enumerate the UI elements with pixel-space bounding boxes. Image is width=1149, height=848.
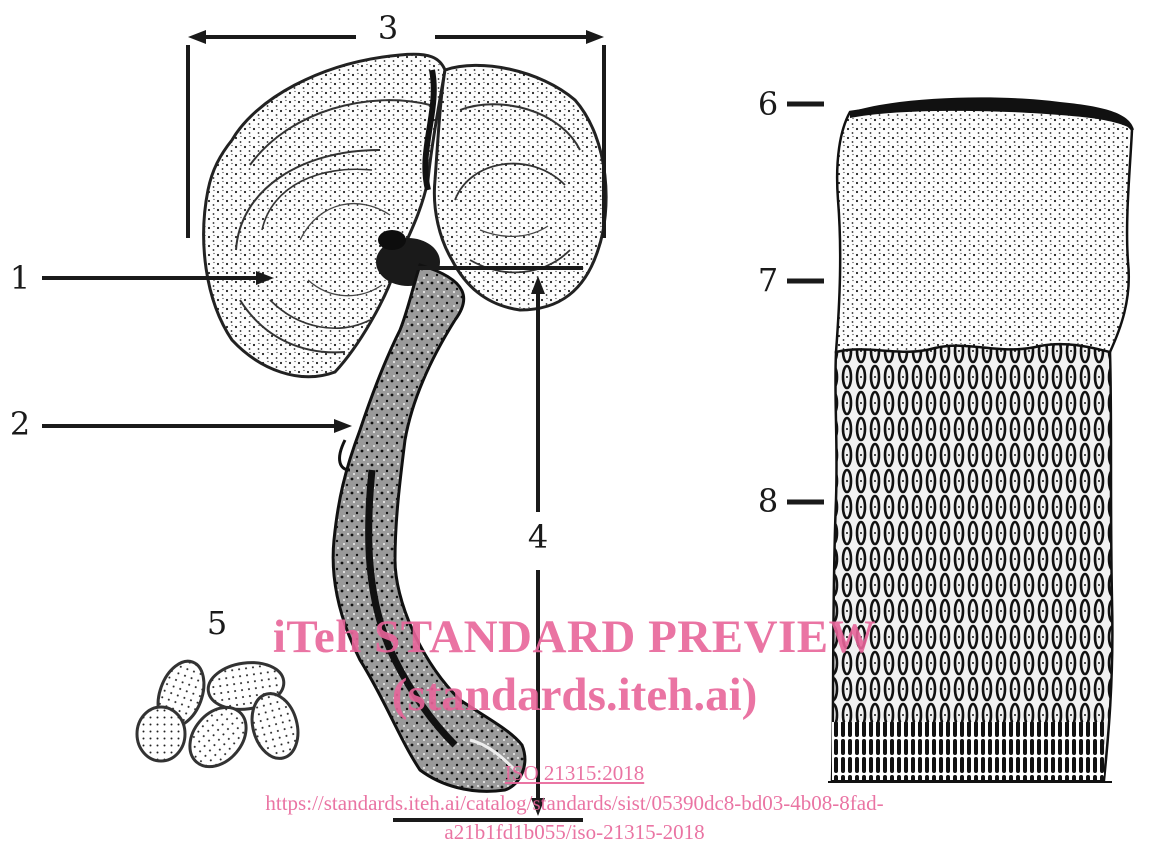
label-8: 8 — [758, 482, 778, 520]
label-7: 7 — [758, 261, 778, 299]
label-6: 6 — [758, 85, 778, 123]
watermark-url-line-2[interactable]: a21b1fd1b055/iso-21315-2018 — [0, 820, 1149, 845]
label-3: 3 — [378, 9, 398, 47]
watermark-title: iTeh STANDARD PREVIEW — [0, 610, 1149, 664]
watermark-url-line-1[interactable]: https://standards.iteh.ai/catalog/standa… — [0, 791, 1149, 816]
label-4: 4 — [528, 518, 548, 556]
label-1: 1 — [10, 259, 30, 297]
label-2: 2 — [10, 405, 30, 443]
watermark-iso-link[interactable]: ISO 21315:2018 — [0, 761, 1149, 786]
watermark-subtitle: (standards.iteh.ai) — [0, 668, 1149, 722]
